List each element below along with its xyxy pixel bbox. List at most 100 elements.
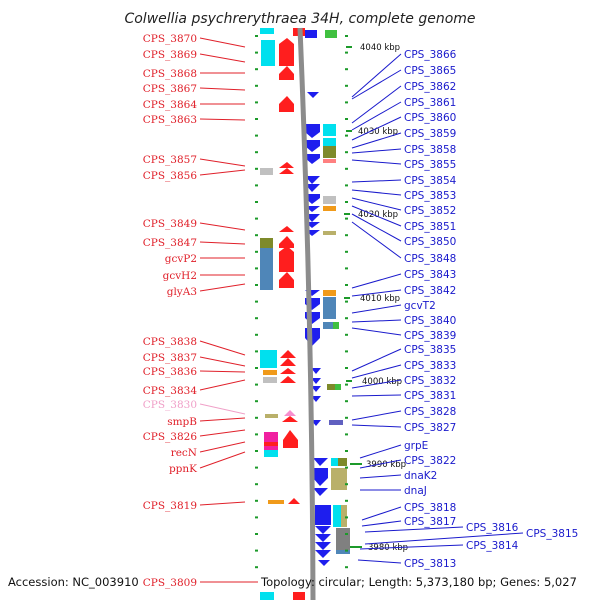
gene-label-left[interactable]: CPS_3864 <box>143 99 198 111</box>
gene-label-left[interactable]: CPS_3830 <box>143 399 197 411</box>
left-leader-lines <box>199 37 258 583</box>
leader-line <box>351 53 402 98</box>
leader-line <box>199 356 246 367</box>
gene-arrow-forward <box>279 96 294 112</box>
gene-label-right[interactable]: CPS_3813 <box>404 558 456 570</box>
gene-label-right[interactable]: CPS_3866 <box>404 49 457 61</box>
gene-label-left[interactable]: CPS_3837 <box>143 352 197 364</box>
gene-label-left[interactable]: CPS_3826 <box>143 431 198 443</box>
leader-line <box>361 520 402 527</box>
leader-line <box>351 364 402 379</box>
leader-line <box>364 526 464 533</box>
leader-line <box>351 189 402 196</box>
gene-label-left[interactable]: CPS_3834 <box>143 385 198 397</box>
gene-arrow-forward <box>279 66 294 80</box>
left-gene-labels: CPS_3870CPS_3869CPS_3868CPS_3867CPS_3864… <box>143 33 198 589</box>
gene-label-right[interactable]: CPS_3832 <box>404 375 456 387</box>
gene-label-left[interactable]: gcvH2 <box>163 270 197 282</box>
gene-label-right[interactable]: CPS_3818 <box>404 502 456 514</box>
gene-label-right[interactable]: CPS_3833 <box>404 360 456 372</box>
leader-line <box>199 417 246 422</box>
gene-label-left[interactable]: CPS_3838 <box>143 336 197 348</box>
gene-label-left[interactable]: CPS_3870 <box>143 33 197 45</box>
gene-label-right[interactable]: CPS_3862 <box>404 81 456 93</box>
leader-line <box>199 429 246 437</box>
gene-label-right[interactable]: CPS_3822 <box>404 455 456 467</box>
gene-label-right[interactable]: CPS_3858 <box>404 144 456 156</box>
gene-label-left[interactable]: CPS_3867 <box>143 83 197 95</box>
leader-line <box>351 221 402 259</box>
gene-label-right[interactable]: CPS_3859 <box>404 128 456 140</box>
kbp-label: 4010 kbp <box>360 294 400 304</box>
leader-line <box>351 132 402 149</box>
gene-label-left[interactable]: CPS_3856 <box>143 170 198 182</box>
gene-label-right[interactable]: CPS_3816 <box>466 522 519 534</box>
leader-line <box>351 273 402 289</box>
right-gene-labels: CPS_3866CPS_3865CPS_3862CPS_3861CPS_3860… <box>404 49 578 570</box>
leader-line <box>199 283 246 292</box>
gene-label-right[interactable]: grpE <box>404 440 428 452</box>
leader-line <box>357 559 402 564</box>
gene-label-left[interactable]: CPS_3809 <box>143 577 197 589</box>
gene-label-right[interactable]: CPS_3861 <box>404 97 456 109</box>
gene-label-left[interactable]: CPS_3863 <box>143 114 197 126</box>
gene-label-right[interactable]: CPS_3848 <box>404 253 456 265</box>
gene-label-right[interactable]: CPS_3835 <box>404 344 456 356</box>
gene-label-left[interactable]: CPS_3869 <box>143 49 197 61</box>
leader-line <box>199 441 246 453</box>
gene-label-right[interactable]: CPS_3815 <box>526 528 578 540</box>
gene-label-left[interactable]: ppnK <box>169 463 197 475</box>
gene-label-left[interactable]: CPS_3849 <box>143 218 197 230</box>
gene-label-right[interactable]: CPS_3828 <box>404 406 456 418</box>
gene-label-left[interactable]: recN <box>171 447 197 459</box>
genome-summary-text: Topology: circular; Length: 5,373,180 bp… <box>260 575 577 589</box>
chromosome-backbone <box>297 27 316 600</box>
leader-line <box>199 451 246 469</box>
leader-line <box>359 544 464 550</box>
kbp-label: 3990 kbp <box>366 460 406 470</box>
kbp-label: 4040 kbp <box>360 43 400 53</box>
leader-line <box>199 87 246 91</box>
gene-label-right[interactable]: CPS_3850 <box>404 236 456 248</box>
gene-arrow-forward <box>279 38 294 66</box>
gene-label-left[interactable]: gcvP2 <box>165 253 197 265</box>
gene-label-right[interactable]: CPS_3827 <box>404 422 456 434</box>
gene-label-right[interactable]: CPS_3817 <box>404 516 456 528</box>
gene-label-right[interactable]: CPS_3860 <box>404 112 456 124</box>
gene-label-left[interactable]: glyA3 <box>167 286 197 298</box>
gene-label-left[interactable]: CPS_3847 <box>143 237 197 249</box>
gene-label-right[interactable]: dnaJ <box>404 485 427 497</box>
leader-line <box>351 69 402 100</box>
gene-label-right[interactable]: CPS_3842 <box>404 285 456 297</box>
leader-line <box>199 340 246 356</box>
gene-label-right[interactable]: CPS_3865 <box>404 65 456 77</box>
leader-line <box>351 348 402 372</box>
gene-label-right[interactable]: CPS_3831 <box>404 390 456 402</box>
gene-label-left[interactable]: CPS_3836 <box>143 366 198 378</box>
gene-label-right[interactable]: CPS_3854 <box>404 175 457 187</box>
leader-line <box>199 169 246 176</box>
gene-label-left[interactable]: CPS_3857 <box>143 154 197 166</box>
leader-line <box>351 410 402 421</box>
gene-label-right[interactable]: CPS_3843 <box>404 269 456 281</box>
gene-label-left[interactable]: smpB <box>167 416 197 428</box>
gene-label-right[interactable]: dnaK2 <box>404 470 437 482</box>
leader-line <box>351 424 402 428</box>
leader-line <box>351 289 402 297</box>
gene-label-right[interactable]: CPS_3855 <box>404 159 456 171</box>
gene-label-right[interactable]: CPS_3839 <box>404 330 456 342</box>
leader-line <box>351 394 402 397</box>
leader-line <box>359 444 402 459</box>
leader-line <box>359 474 402 479</box>
gene-label-left[interactable]: CPS_3868 <box>143 68 197 80</box>
gene-label-right[interactable]: CPS_3851 <box>404 221 456 233</box>
leader-line <box>351 213 402 242</box>
right-leader-lines <box>351 53 524 564</box>
gene-label-right[interactable]: CPS_3853 <box>404 190 456 202</box>
leader-line <box>364 532 524 545</box>
gene-label-right[interactable]: CPS_3814 <box>466 540 519 552</box>
gene-label-right[interactable]: gcvT2 <box>404 300 436 312</box>
gene-label-right[interactable]: CPS_3840 <box>404 315 456 327</box>
gene-label-left[interactable]: CPS_3819 <box>143 500 197 512</box>
gene-label-right[interactable]: CPS_3852 <box>404 205 456 217</box>
